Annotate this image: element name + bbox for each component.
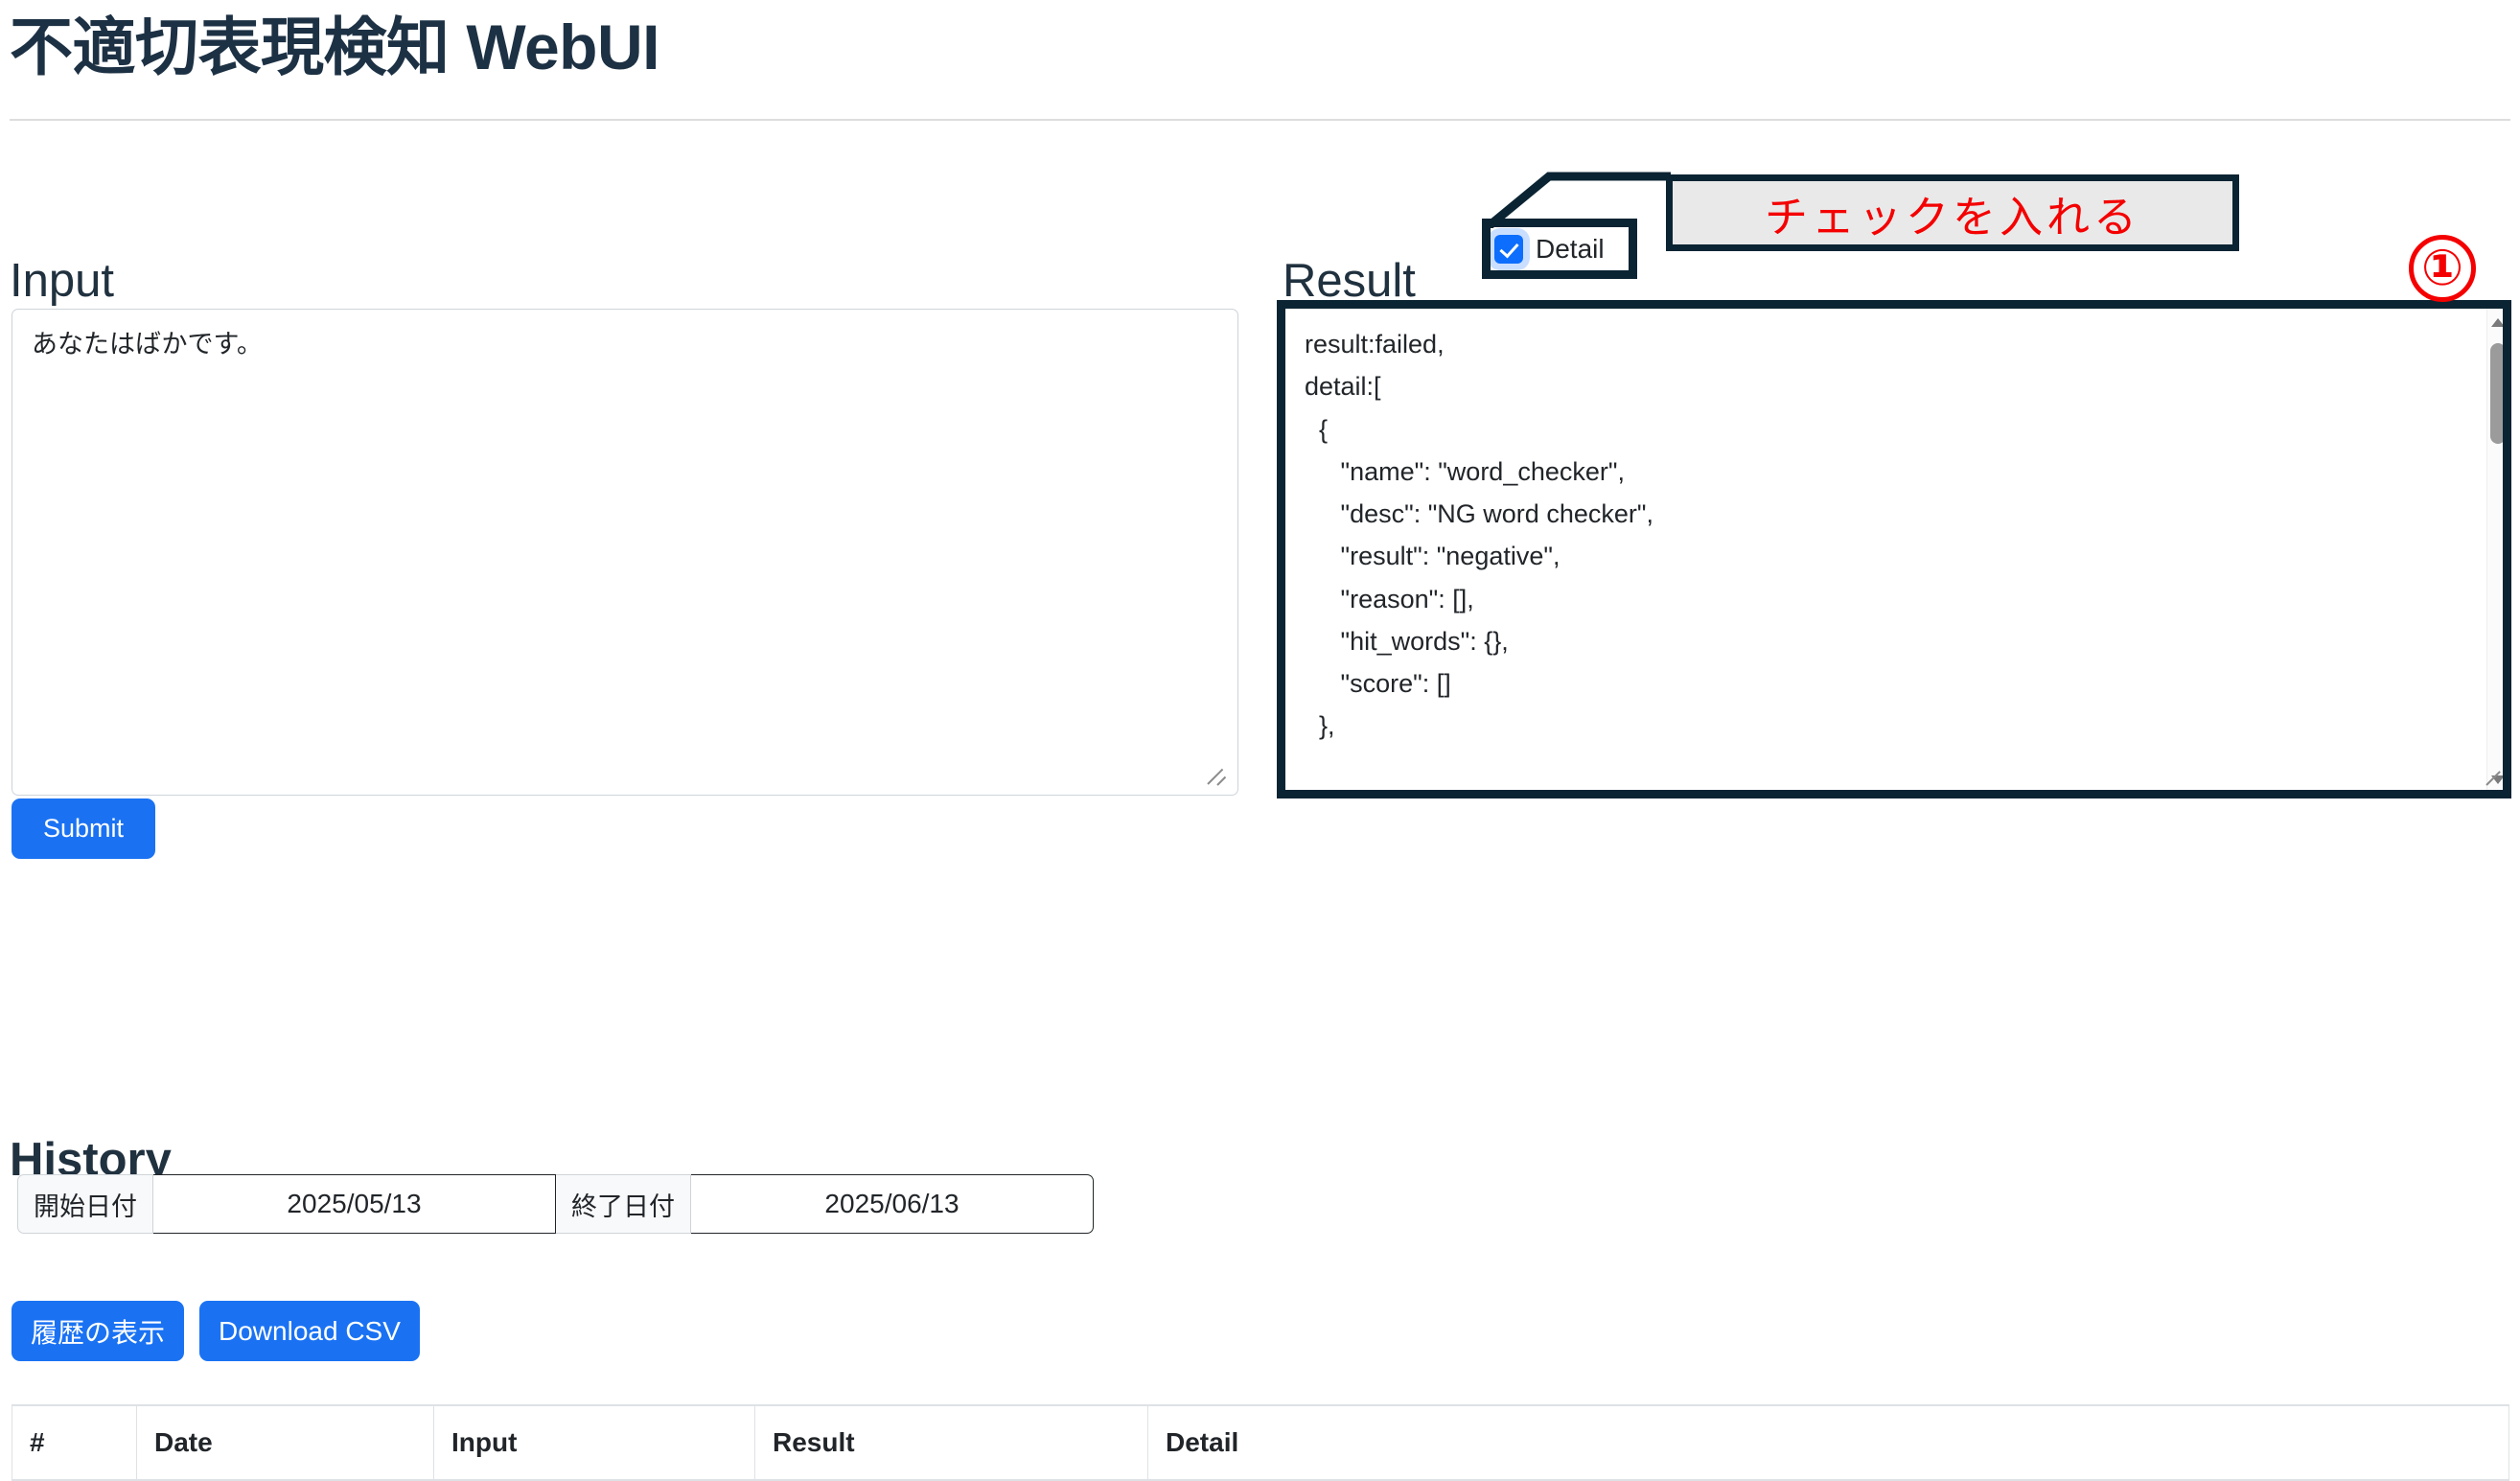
history-table-header-row: # Date Input Result Detail	[12, 1404, 2509, 1481]
submit-button[interactable]: Submit	[12, 798, 155, 859]
history-date-range-group: 開始日付 終了日付	[17, 1174, 1094, 1234]
start-date-label: 開始日付	[17, 1174, 153, 1234]
show-history-button[interactable]: 履歴の表示	[12, 1301, 185, 1361]
column-header-index[interactable]: #	[12, 1404, 137, 1481]
input-section-heading: Input	[10, 254, 114, 307]
checkbox-checked-icon[interactable]	[1494, 235, 1523, 264]
result-section-heading: Result	[1283, 254, 1416, 307]
column-header-input[interactable]: Input	[433, 1404, 755, 1481]
annotation-callout: チェックを入れる	[1666, 174, 2239, 251]
start-date-input[interactable]	[153, 1174, 556, 1234]
column-header-date[interactable]: Date	[136, 1404, 434, 1481]
result-output-textarea[interactable]	[1283, 307, 2510, 796]
history-table: # Date Input Result Detail	[12, 1404, 2509, 1481]
end-date-label: 終了日付	[556, 1174, 691, 1234]
column-header-result[interactable]: Result	[754, 1404, 1148, 1481]
history-actions: 履歴の表示 Download CSV	[12, 1301, 420, 1361]
annotation-step-badge: ①	[2409, 235, 2476, 302]
annotation-callout-text: チェックを入れる	[1764, 191, 2140, 243]
page-title: 不適切表現検知 WebUI	[10, 12, 659, 82]
result-textarea-resize-grip-icon[interactable]	[2485, 767, 2509, 792]
detail-checkbox-group[interactable]: Detail	[1489, 230, 1614, 268]
input-textarea[interactable]	[12, 309, 1238, 796]
annotation-leader-line	[1484, 172, 1671, 228]
end-date-input[interactable]	[691, 1174, 1094, 1234]
column-header-detail[interactable]: Detail	[1147, 1404, 2509, 1481]
download-csv-button[interactable]: Download CSV	[199, 1301, 420, 1361]
header-divider	[10, 119, 2510, 121]
detail-checkbox-label: Detail	[1536, 234, 1605, 264]
page-header: 不適切表現検知 WebUI	[0, 0, 2520, 121]
